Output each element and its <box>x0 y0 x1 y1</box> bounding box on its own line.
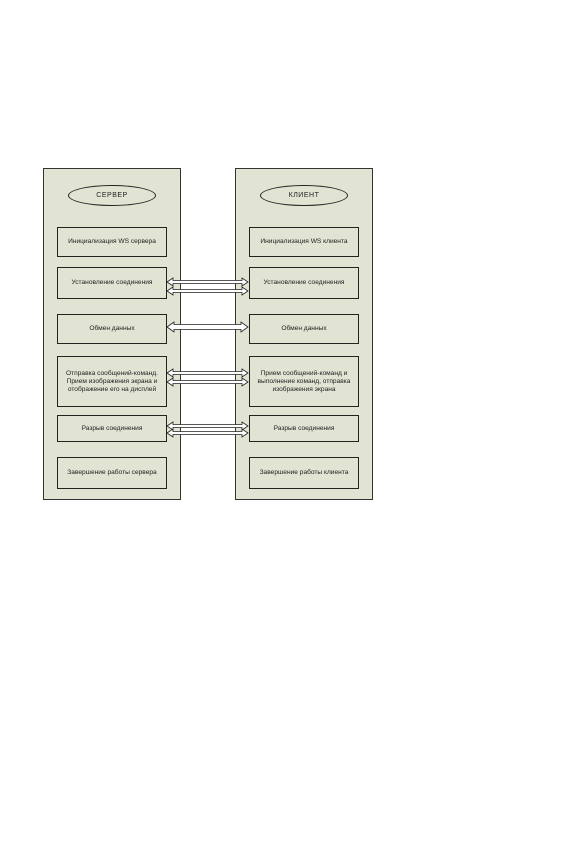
server-step-exchange: Обмен данных <box>57 314 167 344</box>
arrow-disconnect <box>166 421 249 438</box>
client-step-shutdown: Завершение работы клиента <box>249 457 359 489</box>
client-step-connect: Установление соединения <box>249 267 359 299</box>
client-column: КЛИЕНТ Инициализация WS клиента Установл… <box>235 168 373 500</box>
server-step-init: Инициализация WS сервера <box>57 227 167 257</box>
server-step-send-commands: Отправка сообщений-команд. Прием изображ… <box>57 356 167 407</box>
client-step-disconnect: Разрыв соединения <box>249 415 359 442</box>
server-column: СЕРВЕР Инициализация WS сервера Установл… <box>43 168 181 500</box>
client-step-execute-commands: Прием сообщений-команд и выполнение кома… <box>249 356 359 407</box>
arrow-commands <box>166 368 249 387</box>
arrow-exchange <box>166 321 249 333</box>
server-header: СЕРВЕР <box>68 185 156 206</box>
client-step-exchange: Обмен данных <box>249 314 359 344</box>
arrow-connect <box>166 277 249 296</box>
server-step-connect: Установление соединения <box>57 267 167 299</box>
client-header: КЛИЕНТ <box>260 185 348 206</box>
client-step-init: Инициализация WS клиента <box>249 227 359 257</box>
server-step-disconnect: Разрыв соединения <box>57 415 167 442</box>
server-step-shutdown: Завершение работы сервера <box>57 457 167 489</box>
